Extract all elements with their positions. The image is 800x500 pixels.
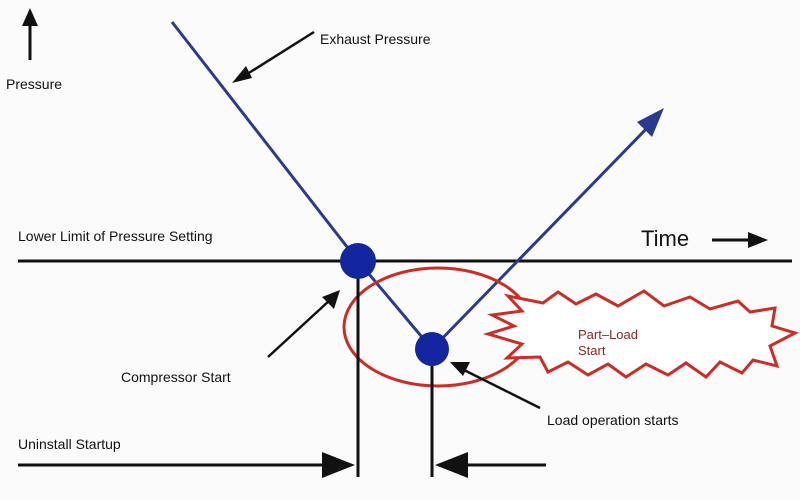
pressure-descent-line bbox=[170, 21, 360, 262]
load-start-point bbox=[415, 332, 449, 366]
pressure-axis-label: Pressure bbox=[6, 76, 62, 92]
exhaust-pressure-callout-head bbox=[232, 66, 252, 83]
arrowhead-icon bbox=[637, 108, 664, 137]
exhaust-pressure-callout-line bbox=[243, 30, 315, 78]
lower-limit-label: Lower Limit of Pressure Setting bbox=[18, 228, 213, 244]
compressor-start-point bbox=[340, 243, 376, 279]
uninstall-interval-right-arrowhead bbox=[435, 452, 468, 478]
load-operation-starts-label: Load operation starts bbox=[547, 412, 679, 428]
time-axis-label: Time bbox=[641, 226, 689, 251]
pressure-rise-line bbox=[430, 123, 652, 351]
part-load-label-line1: Part–Load bbox=[578, 327, 638, 342]
uninstall-interval-left-arrowhead bbox=[322, 452, 355, 478]
arrow-right-icon bbox=[712, 232, 768, 248]
load-operation-callout-head bbox=[450, 362, 470, 376]
arrow-up-icon bbox=[22, 8, 38, 60]
compressor-start-callout-head bbox=[322, 290, 340, 309]
compressor-start-label: Compressor Start bbox=[121, 369, 231, 385]
part-load-ellipse bbox=[342, 266, 534, 388]
uninstall-startup-label: Uninstall Startup bbox=[18, 436, 121, 452]
load-operation-callout-line bbox=[463, 368, 541, 410]
part-load-starburst bbox=[482, 289, 799, 379]
pressure-dip-line bbox=[356, 260, 434, 350]
compressor-start-callout-line bbox=[267, 299, 331, 358]
part-load-label-line2: Start bbox=[578, 343, 606, 358]
exhaust-pressure-label: Exhaust Pressure bbox=[320, 31, 431, 47]
